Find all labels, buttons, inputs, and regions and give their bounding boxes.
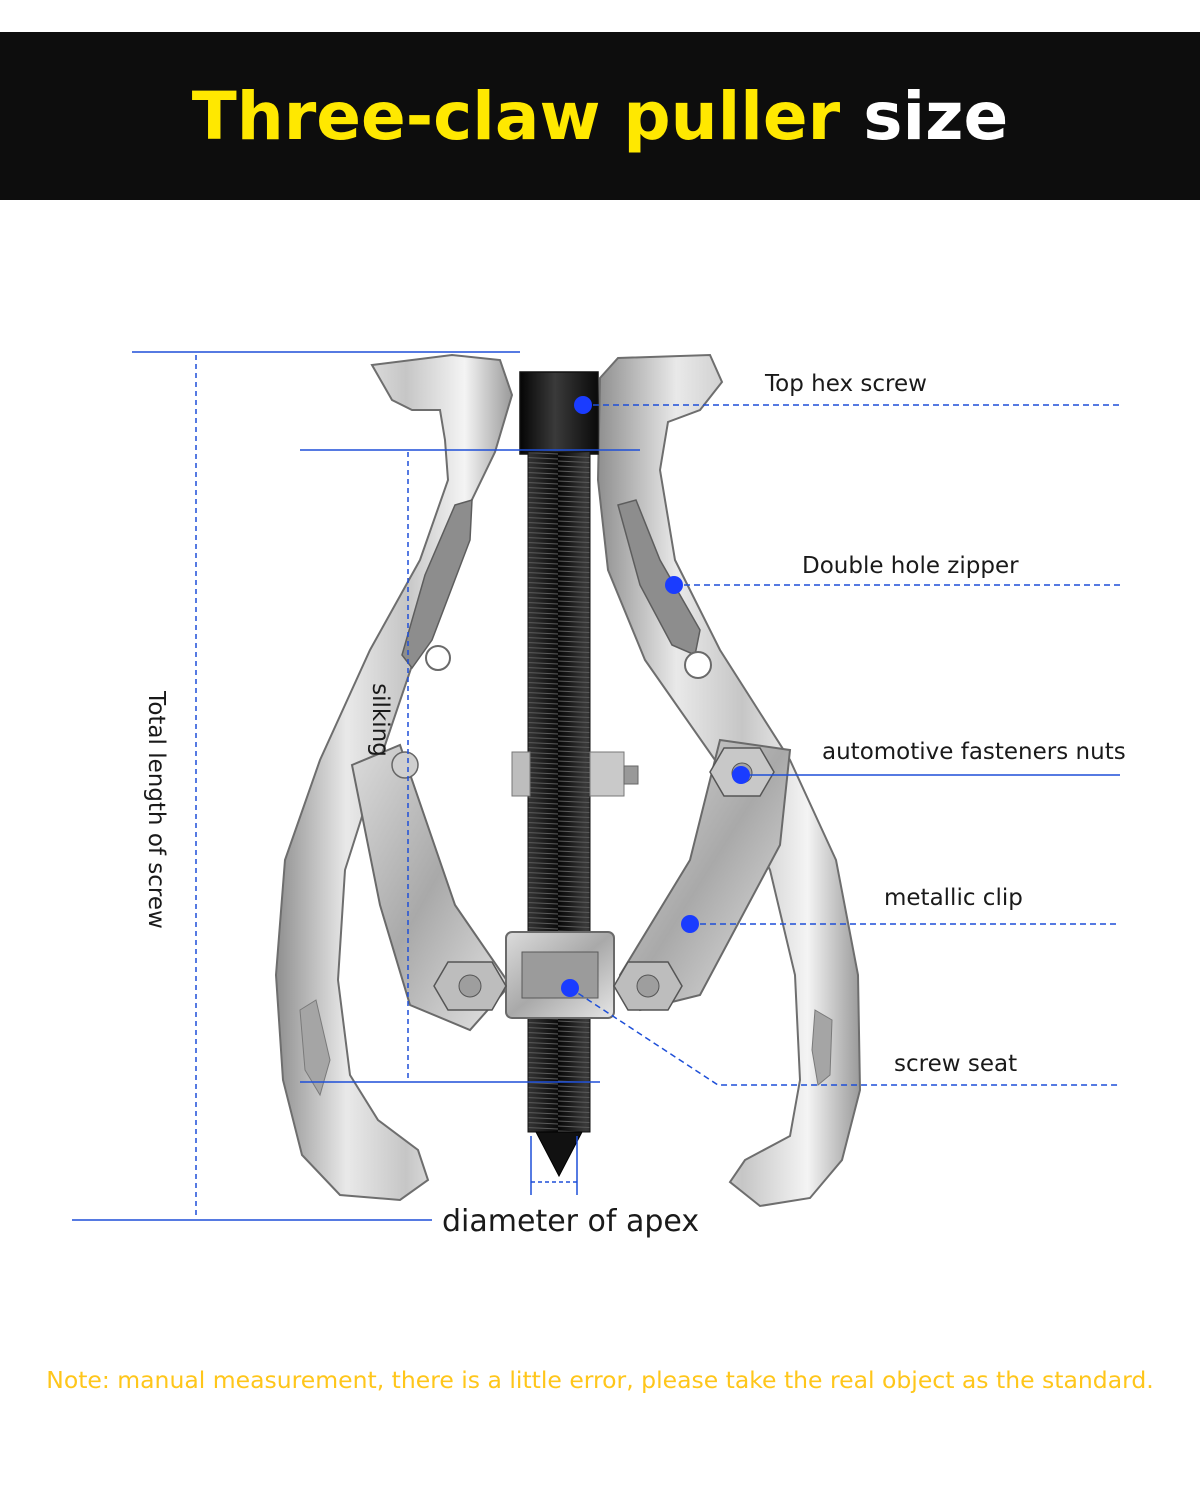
label-automotive-fasteners-nuts: automotive fasteners nuts: [822, 739, 1126, 765]
label-total-length-of-screw: Total length of screw: [143, 690, 169, 929]
marker-double-hole-zipper: [665, 576, 683, 594]
middle-bolt: [511, 751, 639, 797]
callout-leaders: [569, 404, 1120, 1086]
title-highlight: Three-claw puller: [191, 77, 841, 155]
label-top-hex-screw: Top hex screw: [764, 371, 927, 397]
marker-top-hex-screw: [574, 396, 592, 414]
title-banner: Three-claw puller size: [0, 32, 1200, 200]
marker-fastener-nut: [732, 766, 750, 784]
label-screw-seat: screw seat: [894, 1051, 1017, 1077]
marker-screw-seat: [561, 979, 579, 997]
total-length-dimension: [72, 351, 520, 1221]
screw-seat-block: [505, 931, 615, 1019]
apex-diameter-dimension: [530, 1136, 578, 1195]
silking-dimension: [300, 449, 640, 1083]
threaded-screw: [519, 371, 599, 1178]
label-double-hole-zipper: Double hole zipper: [802, 553, 1019, 579]
left-claw-arm: [274, 353, 514, 1202]
label-diameter-of-apex: diameter of apex: [442, 1204, 699, 1239]
title-rest: size: [863, 77, 1009, 155]
measurement-note: Note: manual measurement, there is a lit…: [46, 1366, 1154, 1394]
callout-markers: [561, 396, 750, 997]
label-silking: silking: [367, 683, 393, 757]
marker-metallic-clip: [681, 915, 699, 933]
page-title: Three-claw puller size: [192, 78, 1009, 155]
label-metallic-clip: metallic clip: [884, 885, 1023, 911]
